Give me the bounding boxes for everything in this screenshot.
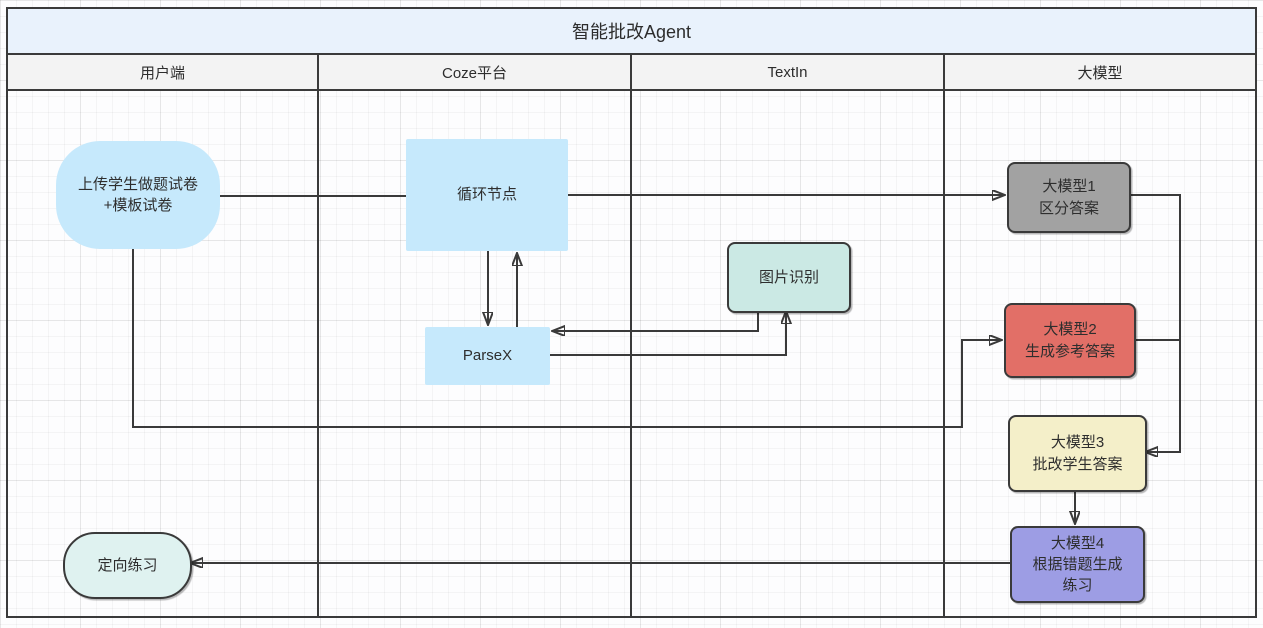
diagram-title-bar: 智能批改Agent (8, 9, 1255, 55)
connector-upload-to-llm2 (132, 249, 1002, 428)
node-llm3-label: 大模型3 批改学生答案 (1032, 434, 1123, 473)
node-llm4-generate-exercises[interactable]: 大模型4 根据错题生成 练习 (1010, 526, 1145, 603)
node-loop-label: 循环节点 (456, 186, 517, 204)
diagram-frame: 智能批改Agent 用户端 Coze平台 TextIn 大模型 (6, 7, 1257, 618)
node-llm3-grade-student-answers[interactable]: 大模型3 批改学生答案 (1008, 415, 1147, 492)
lane-header-user: 用户端 (139, 64, 185, 82)
node-upload-papers[interactable]: 上传学生做题试卷 +模板试卷 (56, 141, 220, 249)
node-llm1-distinguish-answers[interactable]: 大模型1 区分答案 (1007, 162, 1131, 233)
lane-header-llm: 大模型 (1077, 64, 1123, 82)
lane-divider-1 (317, 55, 319, 616)
node-targeted-practice[interactable]: 定向练习 (63, 532, 192, 599)
node-llm4-label: 大模型4 根据错题生成 练习 (1032, 534, 1123, 595)
node-llm2-label: 大模型2 生成参考答案 (1024, 321, 1115, 360)
connector-parsex-to-imgrec (550, 311, 786, 356)
node-upload-papers-label: 上传学生做题试卷 +模板试卷 (77, 175, 198, 214)
diagram-title: 智能批改Agent (571, 22, 692, 42)
lane-header-coze: Coze平台 (441, 64, 508, 82)
node-parsex[interactable]: ParseX (425, 327, 550, 385)
node-loop[interactable]: 循环节点 (406, 139, 568, 251)
connector-llm1-to-llm3 (1127, 194, 1181, 452)
lane-divider-3 (943, 55, 945, 616)
node-parsex-label: ParseX (462, 347, 513, 365)
node-image-recognition[interactable]: 图片识别 (727, 242, 851, 313)
connector-imgrec-to-parsex (552, 309, 759, 331)
node-image-recognition-label: 图片识别 (758, 268, 819, 286)
node-llm1-label: 大模型1 区分答案 (1038, 178, 1099, 217)
lane-header-textin: TextIn (767, 63, 808, 81)
node-targeted-practice-label: 定向练习 (97, 556, 158, 574)
node-llm2-generate-reference-answers[interactable]: 大模型2 生成参考答案 (1004, 303, 1136, 378)
lane-divider-2 (630, 55, 632, 616)
